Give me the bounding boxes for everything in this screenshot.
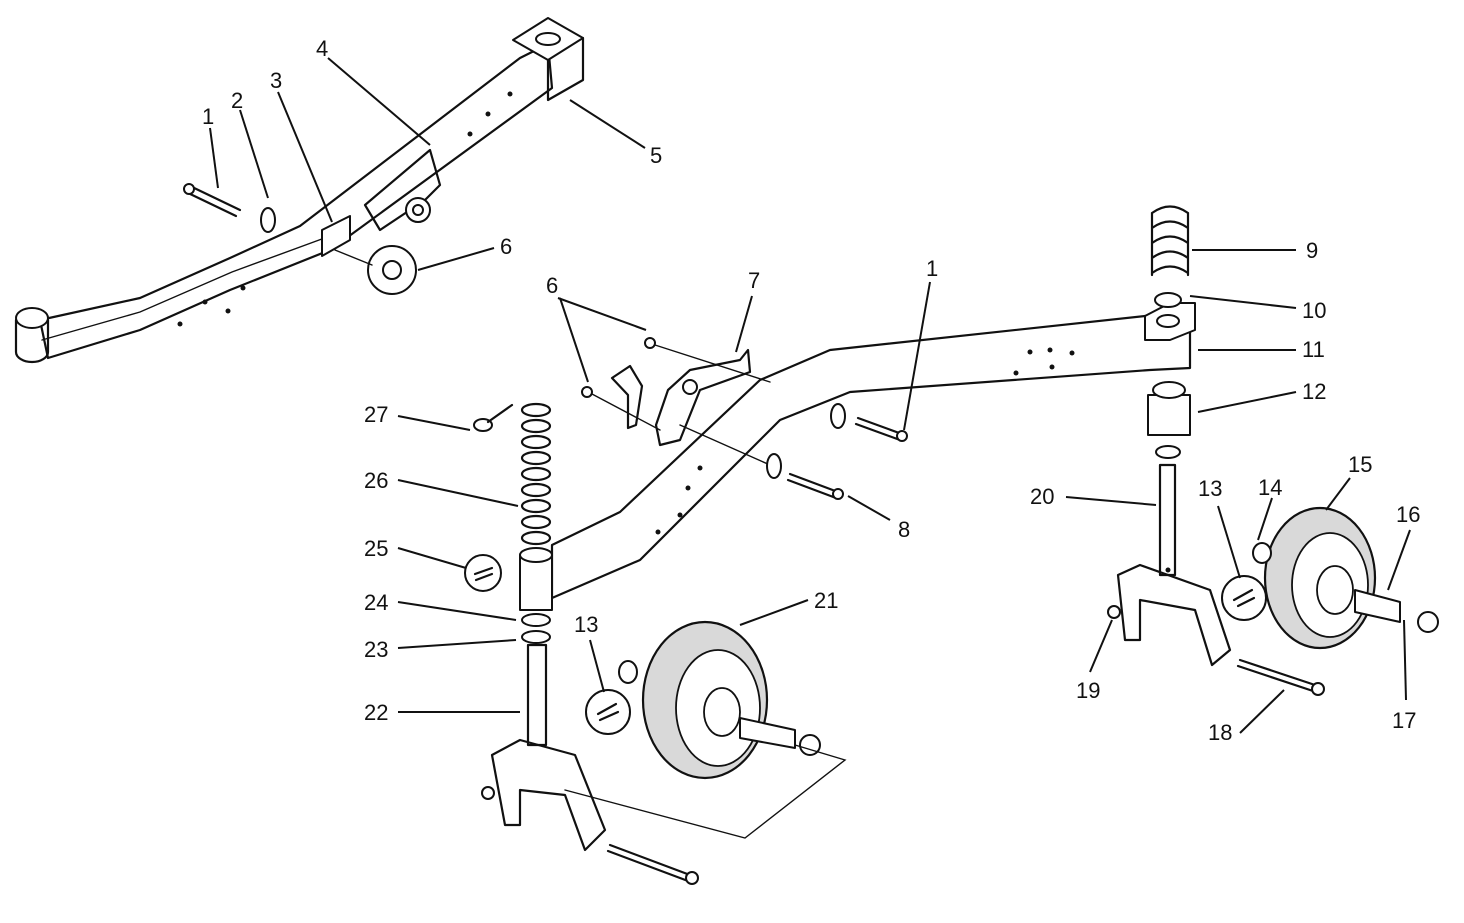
bolt-upper [183, 183, 242, 218]
caster-fork-left [481, 643, 607, 852]
callout-18: 18 [1208, 720, 1232, 745]
wheel-left [641, 620, 769, 780]
axle-left [739, 717, 821, 756]
bolt-left-axle [606, 843, 699, 885]
callout-27: 27 [364, 402, 388, 427]
pin-27 [473, 403, 514, 432]
axle-right [1354, 589, 1439, 633]
upper-frame-bar [14, 17, 585, 364]
callout-26: 26 [364, 468, 388, 493]
callout-1-upper: 1 [202, 104, 214, 129]
callout-15: 15 [1348, 452, 1372, 477]
callout-2: 2 [231, 88, 243, 113]
bushing-12 [1147, 381, 1191, 436]
callout-10: 10 [1302, 298, 1326, 323]
callout-5: 5 [650, 143, 662, 168]
grease-fitting-13-left [585, 689, 631, 735]
grease-fitting-13-right [1221, 575, 1267, 621]
bolt-1-lower [854, 416, 908, 442]
washer-mid-2 [766, 453, 782, 479]
callout-12: 12 [1302, 379, 1326, 404]
grease-fitting-25 [464, 554, 502, 592]
callout-11: 11 [1302, 337, 1325, 362]
callout-6-upper: 6 [500, 234, 512, 259]
leader-lines [209, 57, 1411, 734]
callout-1-lower: 1 [926, 256, 938, 281]
nut-6-upper [367, 245, 417, 295]
callout-25: 25 [364, 536, 388, 561]
callout-23: 23 [364, 637, 388, 662]
nut-19 [1107, 605, 1121, 619]
callout-24: 24 [364, 590, 388, 615]
callout-7: 7 [748, 268, 760, 293]
bracket-7 [581, 337, 752, 447]
callout-22: 22 [364, 700, 388, 725]
washer-10 [1154, 292, 1182, 308]
bushing-14 [1252, 542, 1272, 564]
callout-16: 16 [1396, 502, 1420, 527]
spring-9 [1150, 205, 1190, 277]
callout-17: 17 [1392, 708, 1416, 733]
caster-fork-right [1116, 463, 1232, 667]
callout-8: 8 [898, 517, 910, 542]
washer-mid-1 [830, 403, 846, 429]
callout-13-left: 13 [574, 612, 598, 637]
callout-6-mid: 6 [546, 273, 558, 298]
bushing-left [618, 660, 638, 684]
wheel-right [1263, 506, 1377, 650]
callout-9: 9 [1306, 238, 1318, 263]
callout-13-right: 13 [1198, 476, 1222, 501]
callout-4: 4 [316, 36, 328, 61]
washer-upper [260, 207, 276, 233]
main-frame-bar [550, 302, 1196, 600]
callout-labels: 1 2 3 4 5 6 6 7 1 9 10 11 12 8 27 26 25 … [202, 36, 1420, 745]
callout-3: 3 [270, 68, 282, 93]
callout-21: 21 [814, 588, 838, 613]
callout-20: 20 [1030, 484, 1054, 509]
bolt-8 [786, 472, 844, 500]
spring-26 [520, 402, 552, 546]
bolt-18 [1236, 658, 1325, 696]
callout-19: 19 [1076, 678, 1100, 703]
callout-14: 14 [1258, 475, 1282, 500]
spindle-tube-left [519, 547, 553, 611]
